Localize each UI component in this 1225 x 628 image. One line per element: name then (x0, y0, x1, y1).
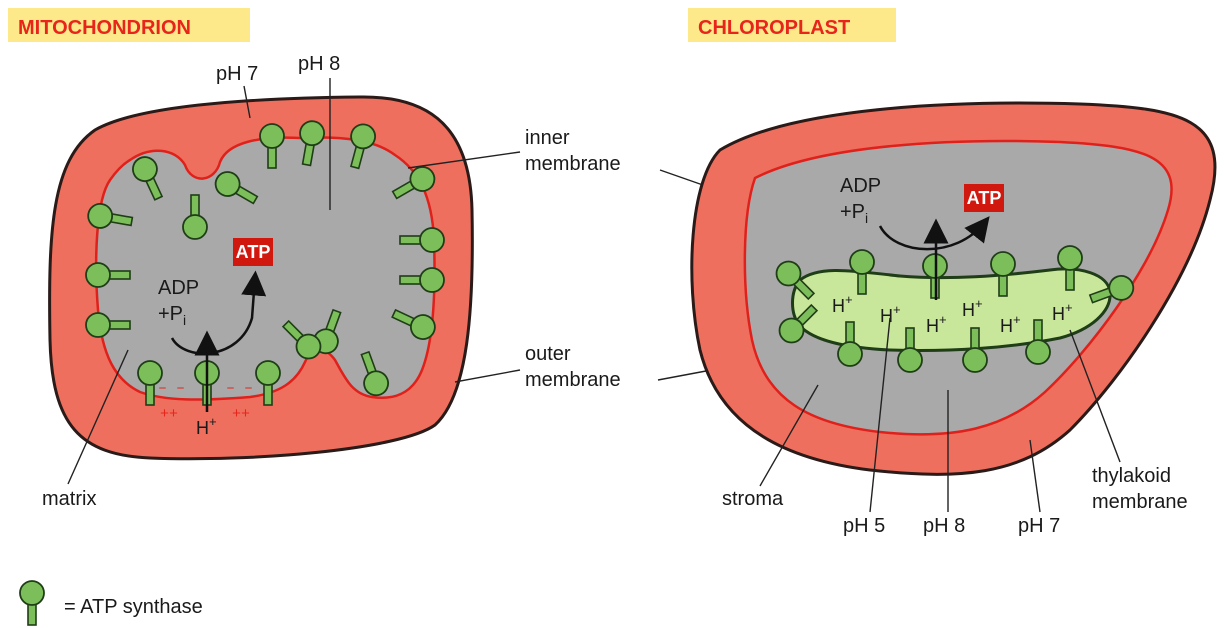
chloroplast-atp-text: ATP (967, 188, 1002, 208)
mitochondrion-adp-label: ADP (158, 277, 199, 299)
mitochondrion-ph-outer: pH 7 (216, 63, 258, 85)
mitochondrion-panel: MITOCHONDRION – – – – ++ ++ (8, 8, 472, 510)
chloroplast-adp-label: ADP (840, 175, 881, 197)
legend: = ATP synthase (20, 581, 203, 625)
minus-charge-right: – – (226, 380, 253, 397)
stroma-label: stroma (722, 488, 784, 510)
chloroplast-title: CHLOROPLAST (698, 17, 850, 39)
mitochondrion-ph-matrix: pH 8 (298, 53, 340, 75)
atp-synthase-legend-icon (20, 581, 44, 625)
mitochondrion-matrix-label: matrix (42, 488, 96, 510)
plus-charge-right: ++ (232, 406, 250, 423)
mitochondrion-title: MITOCHONDRION (18, 17, 191, 39)
chloroplast-ph-stroma: pH 8 (923, 515, 965, 537)
chloroplast-ph-outer: pH 7 (1018, 515, 1060, 537)
outer-membrane-label-line2: membrane (525, 369, 621, 391)
minus-charge-left: – – (158, 380, 185, 397)
chloroplast-ph-lumen: pH 5 (843, 515, 885, 537)
plus-charge-left: ++ (160, 406, 178, 423)
chloroplast-panel: CHLOROPLAST H+ H+ H+ H+ H+ (688, 8, 1215, 537)
inner-membrane-label-line1: inner (525, 127, 570, 149)
inner-membrane-label-line2: membrane (525, 153, 621, 175)
chloroplast-pi-label: +Pi (840, 201, 868, 226)
thylakoid-membrane-label-line2: membrane (1092, 491, 1188, 513)
outer-membrane-label-line1: outer (525, 343, 571, 365)
outer-membrane-leader-left (455, 370, 520, 382)
legend-label: = ATP synthase (64, 596, 203, 618)
mitochondrion-atp-text: ATP (236, 242, 271, 262)
thylakoid-membrane-label-line1: thylakoid (1092, 465, 1171, 487)
mitochondrion-pi-label: +Pi (158, 303, 186, 328)
